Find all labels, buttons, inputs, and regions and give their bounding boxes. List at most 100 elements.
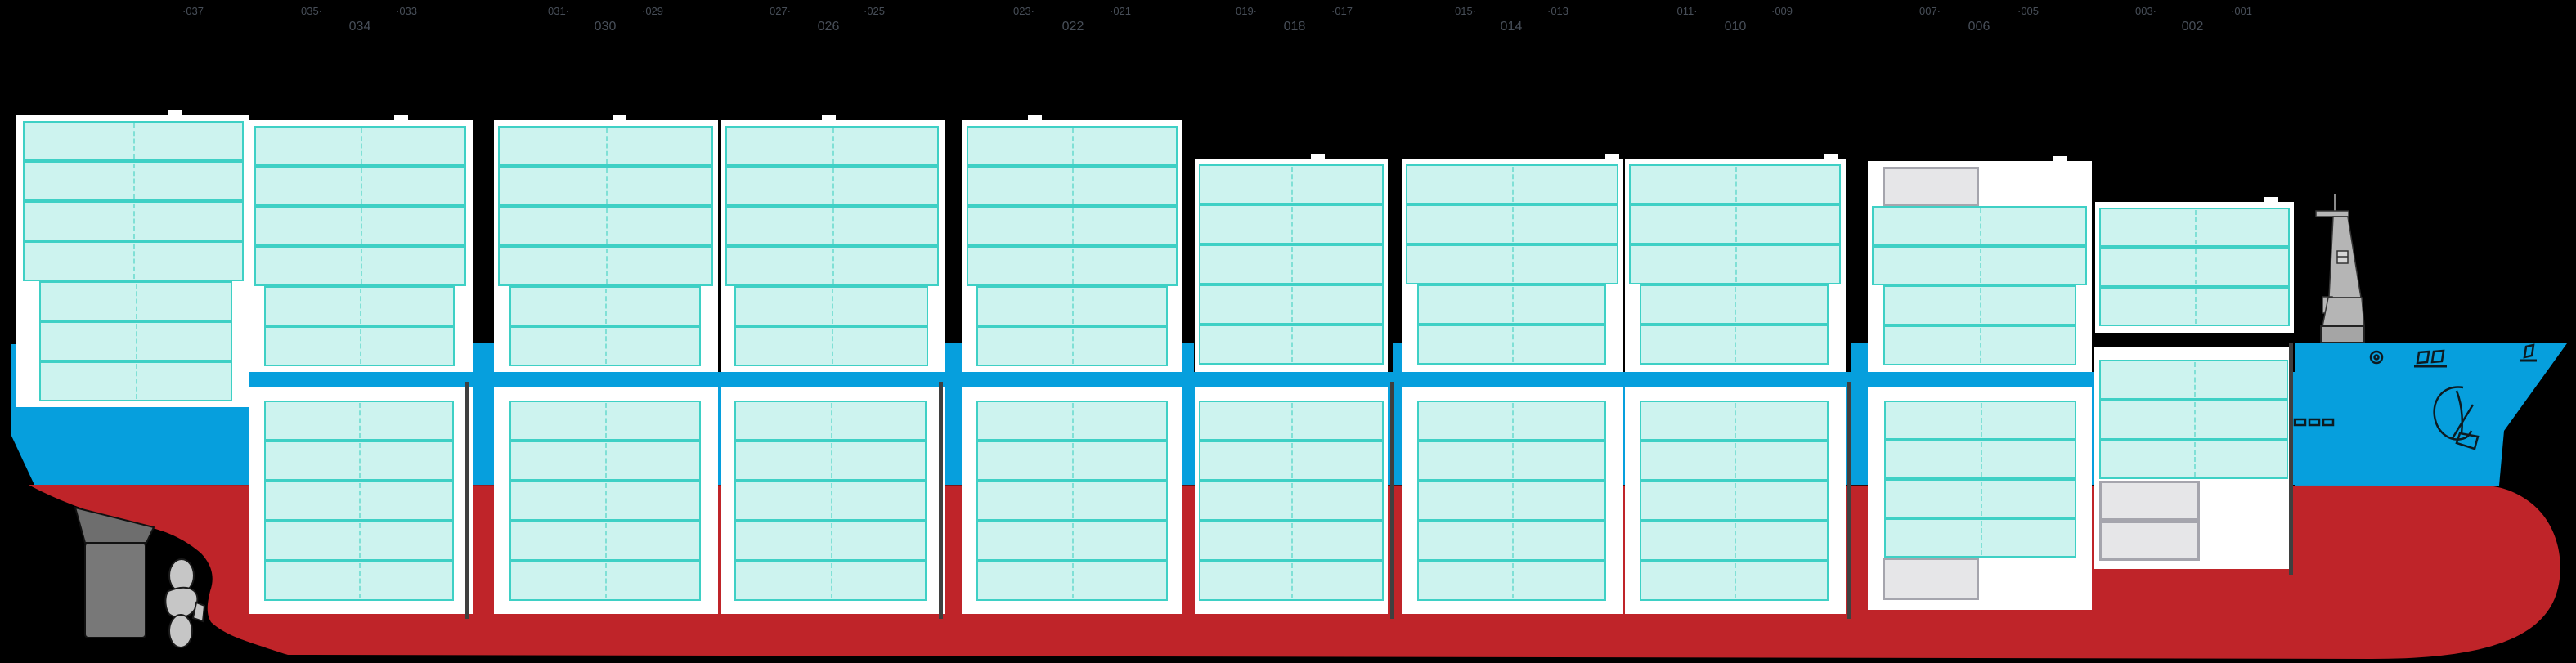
bay-018-hold-tier-2[interactable] [1199,441,1384,481]
bay-022-above-tier-3[interactable] [967,206,1178,246]
bay-030-hold-tier-2[interactable] [509,441,701,481]
bay-010-above-tier-3[interactable] [1629,244,1841,284]
bay-018-hold-tier-5[interactable] [1199,561,1384,601]
bay-018-hold-tier-3[interactable] [1199,481,1384,521]
bay-037-above-tier-1[interactable] [23,121,244,161]
bay-002-hold-tier-1[interactable] [2099,360,2288,400]
bay-026-above-tier-1[interactable] [725,126,939,166]
bay-034-above-tier-4[interactable] [254,246,466,286]
bay-030-hold-tier-5[interactable] [509,561,701,601]
bay-037-above-tier-3[interactable] [23,201,244,241]
bay-030-above-tier-2[interactable] [498,166,713,206]
bay-002-above-tier-3[interactable] [2099,287,2290,326]
bay-037-above-tier-2[interactable] [23,161,244,201]
bay-002-hold-tier-5[interactable] [2099,521,2200,561]
bay-014-hold-tier-4[interactable] [1417,521,1606,561]
bay-002-hold-tier-2[interactable] [2099,400,2288,440]
bay-026-hold-tier-5[interactable] [734,561,927,601]
bay-014-above-tier-5[interactable] [1417,325,1606,365]
bay-034-hold-tier-4[interactable] [264,521,454,561]
bay-026-above-tier-2[interactable] [725,166,939,206]
bay-030-hold-tier-3[interactable] [509,481,701,521]
bay-010-above-tier-4[interactable] [1640,284,1829,325]
bay-018-hold-tier-4[interactable] [1199,521,1384,561]
bay-030-hold-tier-4[interactable] [509,521,701,561]
bay-026-hold-tier-4[interactable] [734,521,927,561]
bay-026-hold-tier-1[interactable] [734,401,927,441]
bay-014-hold-tier-2[interactable] [1417,441,1606,481]
bay-034-above-tier-1[interactable] [254,126,466,166]
bay-022-hold-tier-5[interactable] [976,561,1168,601]
bay-006-above-tier-1[interactable] [1883,167,1979,206]
bay-022-hold-tier-3[interactable] [976,481,1168,521]
bay-037-above-tier-5[interactable] [39,281,232,321]
bay-022-hold-tier-2[interactable] [976,441,1168,481]
bay-010-above-tier-5[interactable] [1640,325,1829,365]
bay-030-above-tier-1[interactable] [498,126,713,166]
bay-037-above-tier-7[interactable] [39,361,232,401]
bay-002-above-tier-2[interactable] [2099,247,2290,287]
bay-014-above-tier-1[interactable] [1406,164,1618,204]
bay-030-hold-tier-1[interactable] [509,401,701,441]
bay-018-above-tier-4[interactable] [1199,284,1384,325]
bay-014-above-tier-2[interactable] [1406,204,1618,244]
bay-034-hold-tier-3[interactable] [264,481,454,521]
bay-022-hold-tier-4[interactable] [976,521,1168,561]
bay-022-hold-tier-1[interactable] [976,401,1168,441]
bay-010-hold-tier-3[interactable] [1640,481,1829,521]
bay-034-hold-tier-1[interactable] [264,401,454,441]
bay-010-hold-tier-4[interactable] [1640,521,1829,561]
bay-006-hold-tier-3[interactable] [1884,479,2076,518]
bay-006-above-tier-4[interactable] [1883,285,2076,325]
bay-018-above-tier-2[interactable] [1199,204,1384,244]
bay-030-above-tier-5[interactable] [509,286,701,326]
bay-026-hold-tier-2[interactable] [734,441,927,481]
bay-006-above-tier-2[interactable] [1872,206,2087,246]
bay-014-above-tier-4[interactable] [1417,284,1606,325]
bay-018-above-tier-1[interactable] [1199,164,1384,204]
bay-006-hold-tier-2[interactable] [1884,440,2076,479]
bay-014-hold-tier-3[interactable] [1417,481,1606,521]
bay-014-above-tier-3[interactable] [1406,244,1618,284]
bay-018-above-tier-5[interactable] [1199,325,1384,365]
bay-034-hold-tier-2[interactable] [264,441,454,481]
bay-037-above-tier-4[interactable] [23,241,244,281]
bay-002-hold-tier-3[interactable] [2099,440,2288,479]
bay-026-above-tier-6[interactable] [734,326,928,366]
bay-010-hold-tier-5[interactable] [1640,561,1829,601]
bay-006-hold-tier-5[interactable] [1883,558,1979,600]
bay-034-above-tier-2[interactable] [254,166,466,206]
bay-002-above-tier-1[interactable] [2099,208,2290,247]
bay-026-hold-tier-3[interactable] [734,481,927,521]
bay-030-above-tier-4[interactable] [498,246,713,286]
bay-006-above-tier-5[interactable] [1883,325,2076,365]
bay-034-above-tier-5[interactable] [264,286,455,326]
bay-022-above-tier-4[interactable] [967,246,1178,286]
bay-006-hold-tier-4[interactable] [1884,518,2076,558]
bay-018-hold-tier-1[interactable] [1199,401,1384,441]
bay-010-hold-tier-2[interactable] [1640,441,1829,481]
bay-010-above-tier-2[interactable] [1629,204,1841,244]
bay-030-above-tier-3[interactable] [498,206,713,246]
bay-018-above-tier-3[interactable] [1199,244,1384,284]
bay-010-hold-tier-1[interactable] [1640,401,1829,441]
bay-037-above-tier-6[interactable] [39,321,232,361]
bay-006-hold-tier-1[interactable] [1884,401,2076,440]
bay-034-above-tier-6[interactable] [264,326,455,366]
bay-034-above-tier-3[interactable] [254,206,466,246]
bay-022-above-tier-2[interactable] [967,166,1178,206]
bay-026-above-tier-4[interactable] [725,246,939,286]
bay-030-above-tier-6[interactable] [509,326,701,366]
bay-002-hold-tier-4[interactable] [2099,481,2200,521]
bay-label-011: 011· [1676,5,1698,17]
bay-034-hold-tier-5[interactable] [264,561,454,601]
bay-026-above-tier-3[interactable] [725,206,939,246]
bay-022-above-tier-5[interactable] [976,286,1168,326]
bay-022-above-tier-6[interactable] [976,326,1168,366]
bay-022-above-tier-1[interactable] [967,126,1178,166]
bay-010-above-tier-1[interactable] [1629,164,1841,204]
bay-026-above-tier-5[interactable] [734,286,928,326]
bay-014-hold-tier-5[interactable] [1417,561,1606,601]
bay-006-above-tier-3[interactable] [1872,246,2087,285]
bay-014-hold-tier-1[interactable] [1417,401,1606,441]
